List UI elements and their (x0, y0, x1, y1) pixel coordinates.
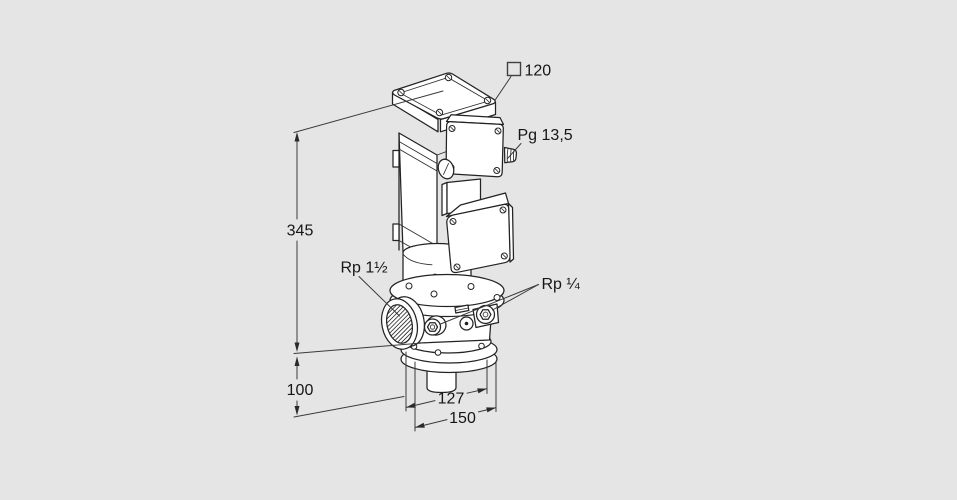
extension-line-top (293, 90, 444, 133)
label-pressure-taps: Rp ¼ (542, 276, 581, 293)
extension-line-middle (293, 342, 429, 354)
plug-hex (479, 309, 492, 320)
extension-line-bottom (293, 396, 405, 418)
square-symbol-icon (506, 61, 522, 77)
inlet-port (380, 296, 426, 350)
junction-box-lower (445, 192, 515, 274)
extension-line-vertical (405, 351, 488, 412)
leader-line (358, 276, 400, 317)
connector-side-face (441, 181, 448, 217)
leader-line (507, 143, 522, 159)
arrowhead-down (294, 406, 300, 416)
annotation-pg-gland: Pg 13,5 (507, 127, 573, 159)
label-cable-gland: Pg 13,5 (518, 127, 573, 144)
box-screw-slots (451, 208, 507, 269)
flange-bolt-icon (434, 349, 442, 356)
dimension-150: 150 (414, 360, 497, 432)
front-test-plug (423, 315, 447, 336)
box-front-face (445, 121, 504, 178)
cap-screw-slots (399, 75, 490, 115)
arrowhead-right (477, 388, 487, 394)
flange-bolt-icon (478, 342, 485, 350)
label-inlet-connection: Rp 1½ (341, 260, 388, 277)
extension-lines (293, 90, 444, 418)
extension-line-vertical (414, 360, 497, 432)
valve-body-assembly (380, 273, 505, 394)
column-step-line (398, 141, 438, 172)
dimension-label-345: 345 (287, 223, 314, 240)
plug-hex (426, 322, 439, 332)
flange-bolt-icon (405, 282, 413, 290)
top-flange-upper (389, 273, 505, 308)
cylinder-rim-arc (402, 253, 433, 266)
leader-line (492, 284, 539, 311)
mounting-lug (392, 223, 400, 242)
box-screw-slots (449, 126, 500, 173)
dimension-label-127: 127 (438, 391, 465, 408)
dimension-label-100: 100 (287, 382, 314, 399)
arrowhead-right (486, 407, 496, 413)
type-plate-line (455, 307, 469, 311)
annotation-pressure-taps: Rp ¼ (440, 276, 581, 325)
annotation-square-120: 120 (495, 61, 552, 100)
flange-bolt-icon (493, 294, 501, 301)
arrowhead-left (406, 402, 416, 408)
arrowhead-up (294, 132, 300, 142)
plug-tip (429, 324, 436, 330)
dimension-label-120: 120 (525, 63, 552, 80)
arrowhead-down (294, 342, 300, 352)
junction-box-upper (437, 114, 505, 180)
annotation-inlet-thread: Rp 1½ (341, 260, 400, 317)
leader-line (495, 76, 512, 100)
cap-top-face (392, 72, 496, 120)
flange-bolt-icon (467, 283, 475, 290)
flange-bolt-icon (430, 290, 438, 298)
dimension-127: 127 (405, 351, 488, 412)
box-front-face (446, 203, 511, 274)
vent-hole-center (464, 321, 469, 326)
mounting-lug (392, 149, 400, 168)
dimension-345: 345 (287, 132, 314, 352)
leader-line (440, 284, 539, 325)
dimension-label-150: 150 (449, 410, 476, 427)
arrowhead-up (294, 356, 300, 366)
dimension-100: 100 (287, 356, 314, 416)
plug-tip (482, 311, 489, 318)
knockout-slot (443, 163, 449, 175)
arrowhead-left (415, 422, 425, 428)
